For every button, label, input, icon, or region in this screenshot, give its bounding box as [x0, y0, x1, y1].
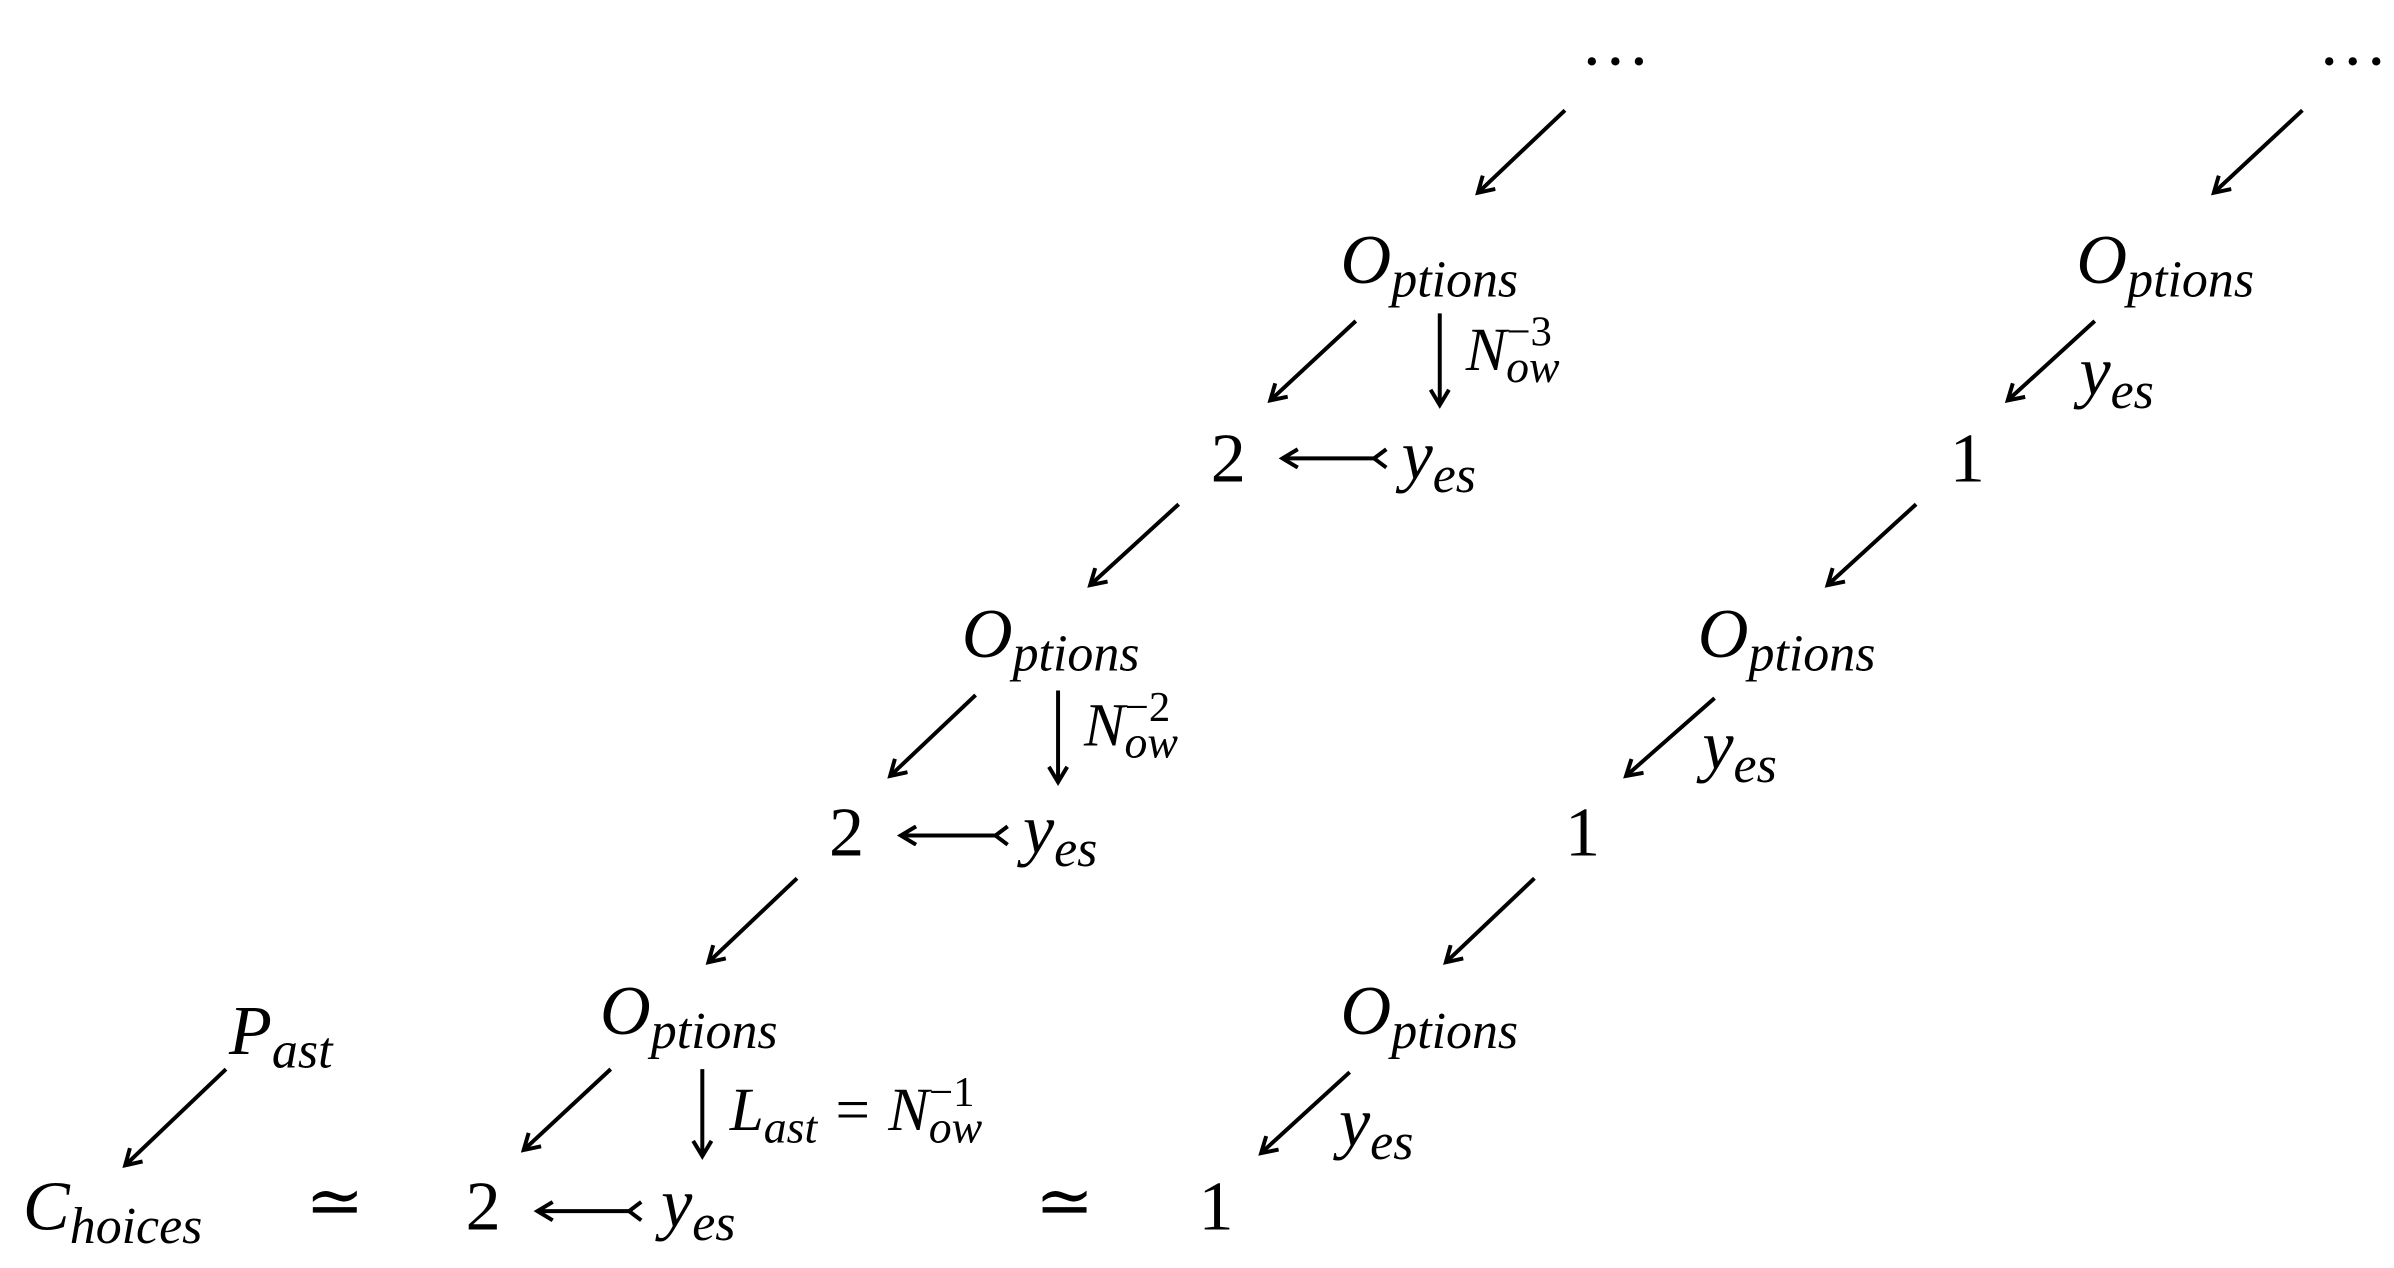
options-node-subscript: ptions	[1745, 626, 1876, 683]
yes-node: yes	[655, 1164, 735, 1252]
arrow-tail	[992, 824, 1009, 847]
options-node: Options	[962, 595, 1140, 683]
options-node-main: O	[2076, 221, 2127, 299]
yes-label-subscript: es	[2111, 363, 2154, 420]
equivalence-symbol: ≃	[305, 1163, 364, 1241]
options-node-main: O	[962, 595, 1013, 673]
arrow	[1478, 108, 1567, 192]
options-node: Options	[1698, 595, 1876, 683]
options-node-subscript: ptions	[1387, 252, 1518, 309]
yes-label-subscript: es	[1734, 737, 1777, 794]
yes-node-subscript: es	[1054, 821, 1097, 878]
two-node: 2	[829, 793, 864, 871]
yes-label-main: y	[1333, 1083, 1371, 1161]
options-node: Options	[600, 972, 778, 1060]
yes-node: yes	[1017, 790, 1097, 878]
arrow	[2008, 319, 2097, 400]
options-node-subscript: ptions	[2123, 252, 2254, 309]
arrow	[890, 693, 977, 776]
yes-label: yes	[1333, 1083, 1413, 1171]
yes-label-main: y	[1696, 706, 1734, 784]
ellipsis-left: …	[1580, 3, 1650, 81]
options-node-main: O	[1341, 221, 1392, 299]
options-node-subscript: ptions	[647, 1003, 778, 1060]
options-node-main: O	[1698, 595, 1749, 673]
one-node: 1	[1199, 1167, 1234, 1245]
past-node-subscript: ast	[272, 1023, 334, 1080]
choices-node: Choices	[23, 1167, 202, 1255]
equivalence-symbol: ≃	[1035, 1163, 1094, 1241]
arrow	[524, 1067, 613, 1150]
past-node: Past	[228, 992, 334, 1080]
arrow	[125, 1067, 228, 1165]
yes-label-subscript: es	[1370, 1114, 1413, 1171]
arrow	[1828, 502, 1918, 585]
one-node: 1	[1950, 419, 1985, 497]
options-node-main: O	[600, 972, 651, 1050]
options-node: Options	[1341, 221, 1519, 309]
choices-node-subscript: hoices	[70, 1198, 203, 1255]
yes-label: yes	[1696, 706, 1776, 794]
one-node: 1	[1565, 793, 1600, 871]
arrow	[1090, 502, 1181, 585]
yes-node-subscript: es	[692, 1195, 735, 1252]
options-node: Options	[2076, 221, 2254, 309]
arrow	[1446, 876, 1536, 962]
arrow	[1261, 1070, 1352, 1153]
yes-node-main: y	[1396, 416, 1434, 494]
yes-label-main: y	[2073, 332, 2111, 410]
two-node: 2	[466, 1167, 501, 1245]
arrow	[1270, 319, 1358, 400]
options-node-subscript: ptions	[1009, 626, 1140, 683]
yes-node-main: y	[655, 1164, 693, 1242]
arrow-tail	[625, 1200, 643, 1222]
ellipsis-right: …	[2318, 3, 2388, 81]
arrow	[1626, 696, 1716, 776]
yes-node: yes	[1396, 416, 1476, 504]
choices-node-main: C	[23, 1167, 71, 1245]
arrow	[2214, 108, 2304, 192]
yes-node-subscript: es	[1433, 447, 1476, 504]
arrow-tail	[1370, 447, 1388, 470]
past-node-main: P	[228, 992, 272, 1070]
options-node-main: O	[1341, 972, 1392, 1050]
yes-node-main: y	[1017, 790, 1055, 868]
options-node: Options	[1341, 972, 1519, 1060]
two-node: 2	[1211, 419, 1246, 497]
arrow	[708, 876, 799, 962]
yes-label: yes	[2073, 332, 2153, 420]
options-node-subscript: ptions	[1387, 1003, 1518, 1060]
